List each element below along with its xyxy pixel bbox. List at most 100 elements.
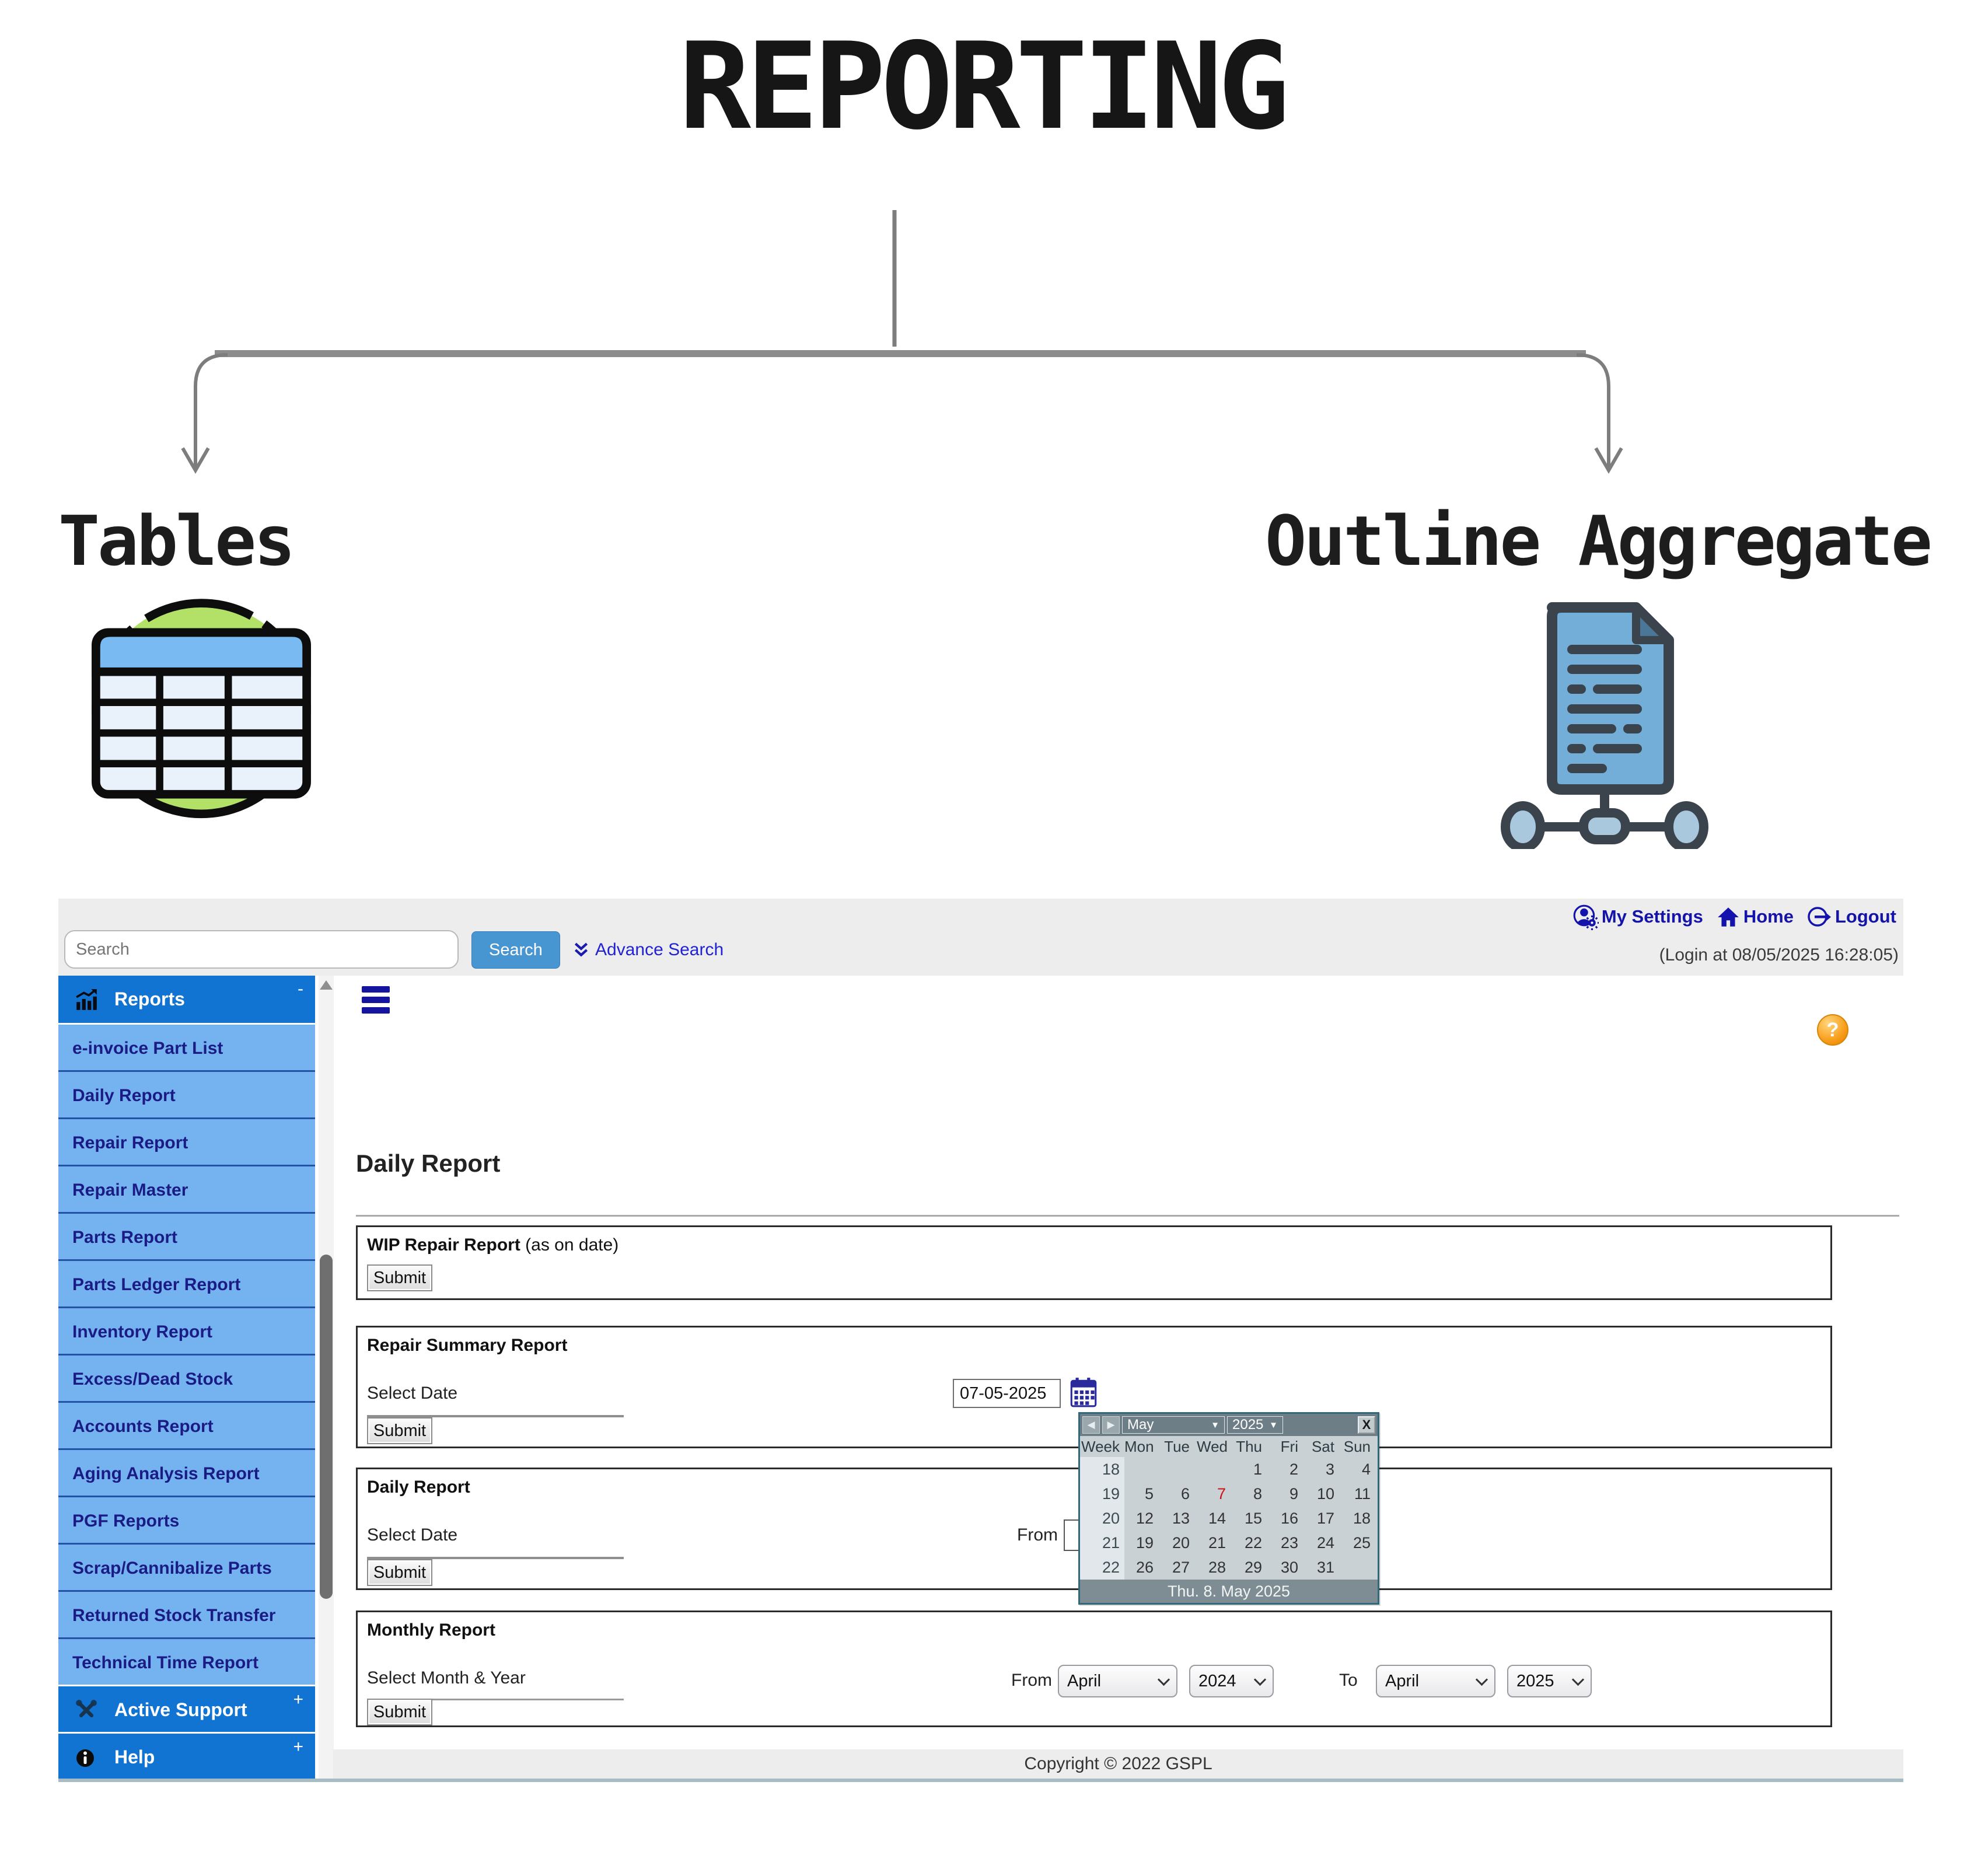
- day-cell[interactable]: 22: [1244, 1534, 1262, 1552]
- sidebar-header-help[interactable]: Help +: [58, 1732, 315, 1779]
- title-divider: [356, 1215, 1899, 1217]
- day-cell[interactable]: 29: [1244, 1559, 1262, 1576]
- wip-submit-button[interactable]: Submit: [367, 1264, 432, 1291]
- sidebar-item-daily-report[interactable]: Daily Report: [58, 1070, 315, 1117]
- sidebar-item-excess-dead-stock[interactable]: Excess/Dead Stock: [58, 1354, 315, 1401]
- day-cell[interactable]: 16: [1280, 1510, 1298, 1527]
- sidebar-item-einvoice-part-list[interactable]: e-invoice Part List: [58, 1023, 315, 1070]
- page-title: Daily Report: [356, 1150, 501, 1177]
- sidebar-item-technical-time-report[interactable]: Technical Time Report: [58, 1637, 315, 1685]
- day-cell[interactable]: 12: [1135, 1510, 1154, 1527]
- day-cell[interactable]: [1161, 1457, 1197, 1482]
- calendar-picker-icon[interactable]: [1068, 1377, 1099, 1409]
- sidebar-item-inventory-report[interactable]: Inventory Report: [58, 1306, 315, 1354]
- day-cell[interactable]: 25: [1353, 1534, 1371, 1552]
- from-year-select[interactable]: 2024: [1189, 1665, 1274, 1697]
- day-cell[interactable]: 15: [1244, 1510, 1262, 1527]
- repair-summary-title: Repair Summary Report: [367, 1336, 568, 1355]
- day-cell[interactable]: 30: [1280, 1559, 1298, 1576]
- advance-search-link[interactable]: Advance Search: [573, 931, 724, 969]
- scrollbar-thumb[interactable]: [320, 1255, 333, 1599]
- search-button[interactable]: Search: [471, 931, 560, 969]
- sidebar-item-scrap-cannibalize-parts[interactable]: Scrap/Cannibalize Parts: [58, 1543, 315, 1590]
- copyright-footer: Copyright © 2022 GSPL: [333, 1749, 1903, 1779]
- sidebar-active-support-label: Active Support: [114, 1699, 247, 1720]
- sidebar-item-aging-analysis-report[interactable]: Aging Analysis Report: [58, 1448, 315, 1496]
- day-cell[interactable]: 1: [1253, 1461, 1262, 1478]
- sidebar-header-active-support[interactable]: Active Support +: [58, 1685, 315, 1732]
- my-settings-link[interactable]: My Settings: [1572, 903, 1703, 930]
- calendar-close-button[interactable]: X: [1358, 1416, 1375, 1434]
- sidebar-item-accounts-report[interactable]: Accounts Report: [58, 1401, 315, 1448]
- double-chevron-down-icon: [574, 942, 588, 957]
- day-cell[interactable]: 8: [1253, 1485, 1262, 1503]
- day-cell[interactable]: 14: [1208, 1510, 1226, 1527]
- day-cell[interactable]: [1197, 1457, 1233, 1482]
- calendar-week-row: 19 5 6 7 8 9 10 11: [1080, 1482, 1378, 1506]
- sidebar-item-repair-master[interactable]: Repair Master: [58, 1165, 315, 1212]
- calendar-month-dropdown[interactable]: May ▼: [1122, 1416, 1225, 1434]
- day-cell[interactable]: 21: [1208, 1534, 1226, 1552]
- day-cell[interactable]: 19: [1135, 1534, 1154, 1552]
- day-cell[interactable]: 26: [1135, 1559, 1154, 1576]
- search-input[interactable]: [64, 930, 459, 969]
- daily-submit-button[interactable]: Submit: [367, 1559, 432, 1586]
- expand-icon[interactable]: +: [293, 1690, 303, 1709]
- day-cell[interactable]: 5: [1144, 1485, 1154, 1503]
- wip-repair-report-panel: WIP Repair Report (as on date) Submit: [356, 1225, 1832, 1300]
- day-cell[interactable]: 28: [1208, 1559, 1226, 1576]
- day-cell[interactable]: 9: [1289, 1485, 1298, 1503]
- sidebar-header-reports[interactable]: Reports -: [58, 976, 315, 1023]
- home-label: Home: [1743, 906, 1794, 927]
- calendar-day-headers: Week Mon Tue Wed Thu Fri Sat Sun: [1081, 1437, 1371, 1455]
- summary-date-input[interactable]: [953, 1379, 1061, 1408]
- sidebar-item-returned-stock-transfer[interactable]: Returned Stock Transfer: [58, 1590, 315, 1637]
- day-cell[interactable]: 18: [1353, 1510, 1371, 1527]
- day-cell[interactable]: 10: [1316, 1485, 1334, 1503]
- day-cell[interactable]: 6: [1180, 1485, 1190, 1503]
- day-cell[interactable]: 4: [1361, 1461, 1371, 1478]
- login-timestamp: (Login at 08/05/2025 16:28:05): [1659, 945, 1899, 965]
- calendar-next-button[interactable]: ▶: [1102, 1416, 1120, 1434]
- calendar-year-dropdown[interactable]: 2025 ▼: [1227, 1416, 1283, 1434]
- day-cell[interactable]: 31: [1316, 1559, 1334, 1576]
- sidebar-item-parts-ledger-report[interactable]: Parts Ledger Report: [58, 1259, 315, 1306]
- select-date-label: Select Date: [367, 1384, 458, 1403]
- calendar-week-row: 18 1 2 3 4: [1080, 1457, 1378, 1482]
- day-cell[interactable]: 13: [1172, 1510, 1190, 1527]
- collapse-icon[interactable]: -: [298, 979, 303, 998]
- day-cell[interactable]: 24: [1316, 1534, 1334, 1552]
- home-link[interactable]: Home: [1716, 904, 1794, 929]
- day-cell[interactable]: 3: [1325, 1461, 1334, 1478]
- page-help-icon[interactable]: ?: [1817, 1014, 1848, 1046]
- date-picker-popup: ◀ ▶ May ▼ 2025 ▼ X Week Mon Tue Wed Thu …: [1078, 1412, 1379, 1605]
- day-cell[interactable]: 11: [1354, 1485, 1371, 1503]
- day-cell[interactable]: 20: [1172, 1534, 1190, 1552]
- summary-submit-button[interactable]: Submit: [367, 1417, 432, 1444]
- menu-toggle-icon[interactable]: [362, 986, 390, 1018]
- sidebar-item-parts-report[interactable]: Parts Report: [58, 1212, 315, 1259]
- day-cell[interactable]: 2: [1289, 1461, 1298, 1478]
- calendar-week-row: 21 19 20 21 22 23 24 25: [1080, 1531, 1378, 1555]
- from-month-select[interactable]: April: [1058, 1665, 1177, 1697]
- sidebar-scrollbar[interactable]: [319, 976, 334, 1779]
- sidebar-item-pgf-reports[interactable]: PGF Reports: [58, 1496, 315, 1543]
- calendar-footer-date[interactable]: Thu. 8. May 2025: [1080, 1580, 1378, 1603]
- dropdown-arrow-icon: ▼: [1211, 1420, 1219, 1430]
- day-cell[interactable]: [1341, 1555, 1378, 1580]
- monthly-submit-button[interactable]: Submit: [367, 1699, 432, 1725]
- scrollbar-up-arrow-icon[interactable]: [320, 980, 333, 990]
- day-cell-today[interactable]: 7: [1217, 1485, 1226, 1503]
- to-year-select[interactable]: 2025: [1507, 1665, 1592, 1697]
- calendar-prev-button[interactable]: ◀: [1082, 1416, 1100, 1434]
- to-month-select[interactable]: April: [1376, 1665, 1495, 1697]
- day-cell[interactable]: [1124, 1457, 1161, 1482]
- day-cell[interactable]: 17: [1316, 1510, 1334, 1527]
- monthly-report-panel: Monthly Report Select Month & Year From …: [356, 1611, 1832, 1727]
- expand-icon[interactable]: +: [293, 1737, 303, 1756]
- day-cell[interactable]: 23: [1280, 1534, 1298, 1552]
- logout-link[interactable]: Logout: [1806, 904, 1896, 930]
- week-number: 21: [1080, 1531, 1124, 1555]
- day-cell[interactable]: 27: [1172, 1559, 1190, 1576]
- sidebar-item-repair-report[interactable]: Repair Report: [58, 1117, 315, 1165]
